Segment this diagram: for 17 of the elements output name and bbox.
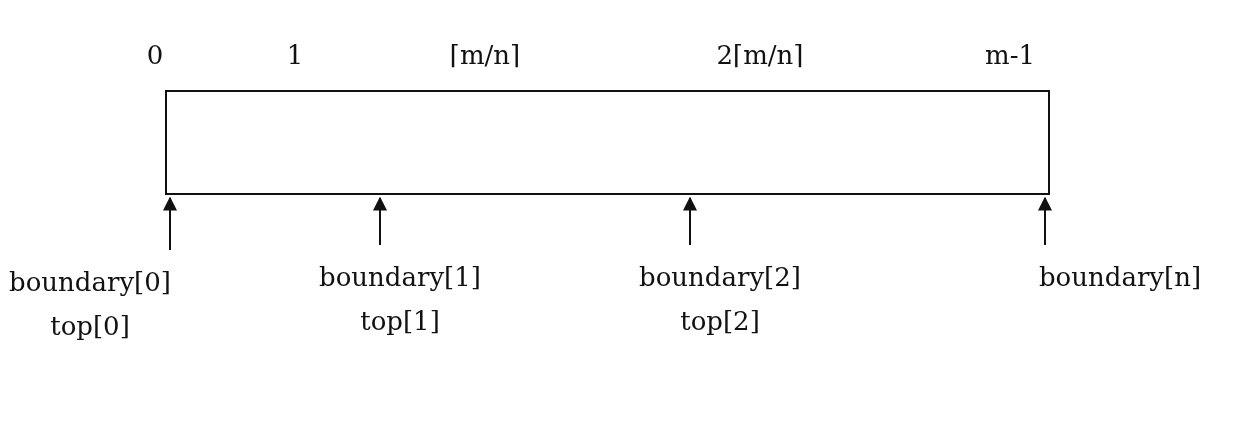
arrow — [1038, 196, 1052, 246]
index-label: 0 — [146, 40, 164, 70]
pointer-name: boundary[2] — [639, 261, 801, 294]
pointer-name: boundary[0] — [9, 266, 171, 299]
array-bar — [165, 90, 1050, 195]
pointer-name: top[0] — [49, 310, 131, 343]
pointer-name: boundary[1] — [319, 261, 481, 294]
pointer-name: top[2] — [679, 305, 761, 338]
pointer-name: boundary[n] — [1038, 261, 1202, 294]
index-label: 2⌈m/n⌉ — [716, 40, 804, 70]
index-label: m-1 — [985, 40, 1035, 70]
index-label: ⌈m/n⌉ — [449, 40, 521, 70]
arrow — [163, 196, 177, 251]
pointer-name: top[1] — [359, 305, 441, 338]
arrow — [373, 196, 387, 246]
arrow — [683, 196, 697, 246]
index-label: 1 — [286, 40, 304, 70]
